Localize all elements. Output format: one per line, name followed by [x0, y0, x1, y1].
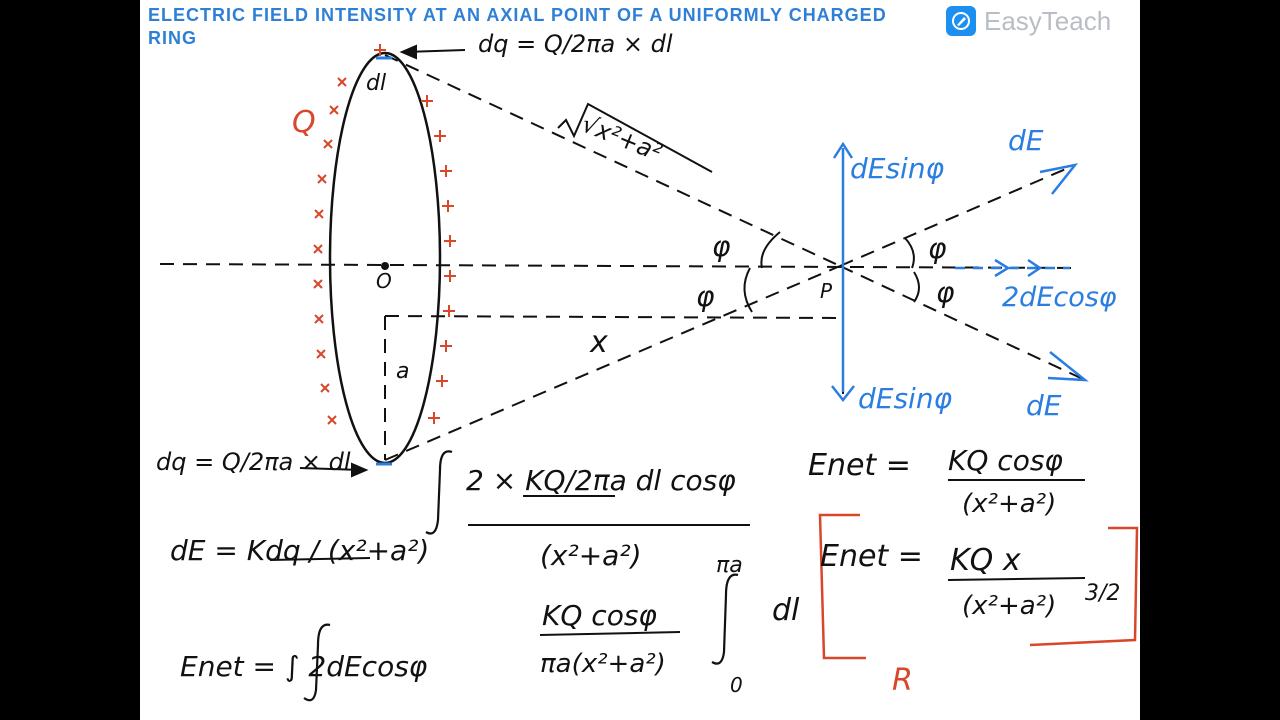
dq-bottom-label: dq = Q/2πa × dl: [156, 448, 351, 476]
whiteboard: ELECTRIC FIELD INTENSITY AT AN AXIAL POI…: [140, 0, 1140, 720]
center-point: [381, 262, 389, 270]
Enet-cos-lhs: Enet =: [808, 448, 911, 483]
dE-top-label: dE: [1008, 124, 1044, 157]
dE-bottom-label: dE: [1026, 389, 1062, 422]
Enet-cos-denominator: (x²+a²): [962, 489, 1056, 519]
construction-lines: [159, 54, 1086, 461]
angle-arcs: [743, 231, 920, 313]
page-title: ELECTRIC FIELD INTENSITY AT AN AXIAL POI…: [148, 5, 887, 48]
prefactor-numerator: KQ cosφ: [542, 599, 657, 632]
integral-variable: dl: [772, 593, 800, 628]
phi-label-2: φ: [696, 280, 715, 313]
pen-icon: [946, 6, 976, 36]
ring-charges: [313, 44, 456, 425]
integral-denominator: (x²+a²): [540, 539, 642, 572]
charge-label: Q: [292, 105, 316, 140]
top-ray: [384, 54, 841, 267]
dl-label: dl: [366, 71, 386, 96]
brand-logo: EasyTeach: [946, 5, 1111, 37]
Enet-cos-numerator: KQ cosφ: [948, 444, 1063, 477]
pointer-arrows: [299, 44, 466, 478]
charge-elements: [376, 56, 392, 466]
Enet-final-denominator: (x²+a²): [962, 591, 1056, 621]
result-box: [818, 513, 1139, 660]
integral-signs: [303, 450, 739, 702]
phi-label-3: φ: [928, 232, 947, 265]
phi-label-1: φ: [712, 230, 731, 263]
center-label: O: [376, 269, 392, 293]
field-vectors: [831, 141, 1089, 403]
Enet-final-numerator: KQ x: [950, 543, 1021, 578]
ring-diagram: dq = Q/2πa × dl dl Q O a x P √x²+a² φ φ …: [156, 30, 1139, 702]
fraction-bars: [269, 479, 1086, 636]
result-label: R: [892, 663, 913, 698]
distance-label: x: [589, 325, 608, 360]
brand-name: EasyTeach: [984, 5, 1112, 36]
charged-ring: [328, 51, 442, 465]
sqrt-sign: [557, 102, 713, 173]
dEsin-down-label: dEsinφ: [858, 382, 953, 415]
Enet-integral-equation: Enet = ∫ 2dEcosφ: [180, 650, 428, 683]
dq-top-label: dq = Q/2πa × dl: [478, 30, 673, 58]
2dEcos-label: 2dEcosφ: [1002, 282, 1117, 313]
Enet-final-lhs: Enet =: [820, 539, 923, 574]
bottom-ray: [384, 265, 841, 461]
dE-top-line: [839, 164, 1076, 267]
dEsin-up-label: dEsinφ: [850, 152, 945, 185]
radius-label: a: [396, 359, 409, 384]
dE-equation: dE = Kdq / (x²+a²): [170, 534, 429, 567]
integral-lower-limit: 0: [730, 673, 743, 697]
point-label: P: [820, 279, 833, 303]
hypotenuse-label: √x²+a²: [578, 110, 666, 167]
Enet-final-exponent: 3/2: [1085, 581, 1120, 606]
integral-numerator: 2 × KQ/2πa dl cosφ: [466, 464, 736, 497]
prefactor-denominator: πa(x²+a²): [540, 649, 666, 679]
x-distance-line: [384, 315, 841, 319]
phi-label-4: φ: [936, 276, 955, 309]
axis-line: [159, 263, 1081, 269]
integral-upper-limit: πa: [716, 553, 743, 578]
